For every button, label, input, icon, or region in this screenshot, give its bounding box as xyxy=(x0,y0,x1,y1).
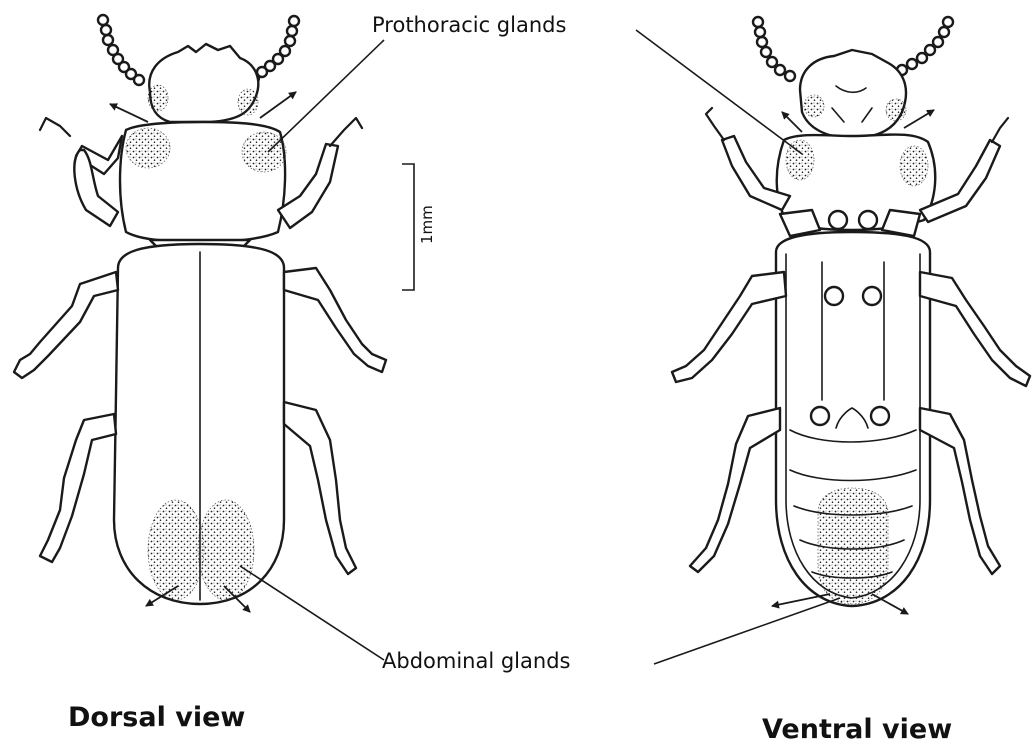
scale-bar: 1mm xyxy=(402,164,436,290)
dorsal-right-prothoracic-gland xyxy=(242,132,286,172)
dorsal-beetle xyxy=(14,15,386,612)
dorsal-view-label: Dorsal view xyxy=(68,702,245,733)
ventral-right-prothoracic-gland xyxy=(900,146,928,186)
ventral-right-head-arrow xyxy=(904,110,934,128)
ventral-right-eye xyxy=(886,99,906,121)
abdominal-leader-right xyxy=(654,598,840,664)
prothoracic-leader-right xyxy=(636,30,802,154)
dorsal-left-eye xyxy=(148,85,168,111)
ventral-head xyxy=(800,50,906,138)
ventral-left-antenna xyxy=(753,17,795,81)
ventral-view-label: Ventral view xyxy=(762,714,952,745)
dorsal-right-eye xyxy=(238,89,258,115)
ventral-left-eye xyxy=(804,95,824,117)
dorsal-right-abdominal-gland xyxy=(198,500,254,600)
dorsal-left-prothoracic-gland xyxy=(126,128,170,168)
dorsal-left-head-arrow xyxy=(110,104,148,122)
prothoracic-glands-label: Prothoracic glands xyxy=(372,13,566,37)
abdominal-glands-label: Abdominal glands xyxy=(382,649,570,673)
dorsal-left-abdominal-gland xyxy=(148,500,204,600)
dorsal-right-head-arrow xyxy=(260,92,296,118)
ventral-right-antenna xyxy=(897,17,953,75)
ventral-beetle xyxy=(672,17,1030,614)
ventral-right-abdomen-arrow xyxy=(872,594,908,614)
ventral-left-head-arrow xyxy=(782,112,802,132)
scale-label: 1mm xyxy=(418,205,436,244)
abdominal-leader-left xyxy=(240,566,384,660)
dorsal-left-antenna xyxy=(98,15,144,85)
dorsal-left-legs xyxy=(14,118,122,562)
ventral-abdominal-gland xyxy=(818,488,888,604)
dorsal-right-legs xyxy=(278,118,386,574)
